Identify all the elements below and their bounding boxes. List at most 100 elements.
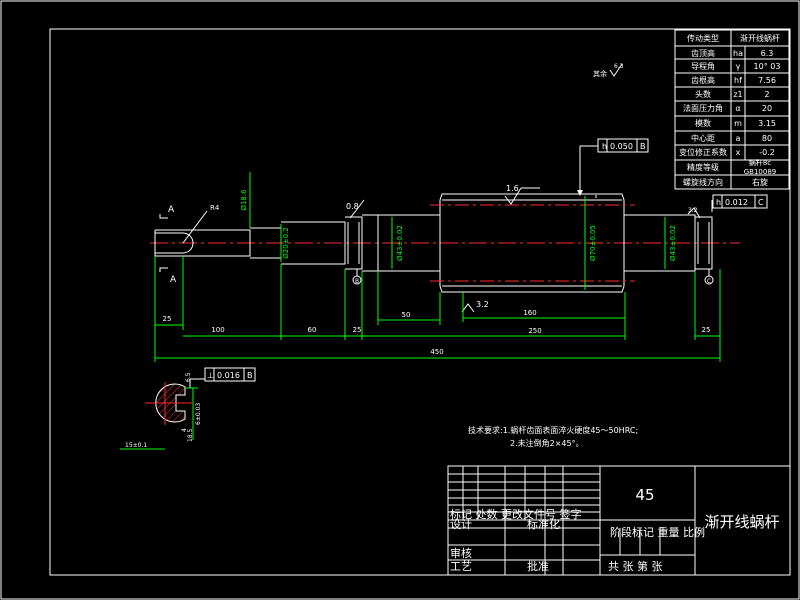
param-value-3: 7.56 bbox=[758, 76, 776, 85]
roughness-right-icon bbox=[687, 207, 701, 219]
param-name-3: 齿根高 bbox=[691, 75, 715, 85]
tol-right-symbol: h bbox=[716, 198, 721, 207]
section-dim1: 6.5 bbox=[185, 372, 192, 382]
radius-label: R4 bbox=[210, 204, 220, 212]
standardize-label: 标准化 bbox=[527, 517, 560, 531]
param-value-0: 渐开线蜗杆 bbox=[740, 33, 780, 43]
param-value-5: 20 bbox=[762, 104, 772, 113]
section-dim5: 15±0.1 bbox=[125, 442, 147, 449]
other-roughness: 其余 6.3 bbox=[593, 63, 624, 78]
param-name-9: 精度等级 bbox=[687, 162, 719, 172]
section-dim3: 4 bbox=[181, 428, 188, 432]
tolerance-frame-right: h 0.012 C bbox=[711, 194, 768, 212]
tol-section-datum: B bbox=[247, 371, 253, 380]
roughness-3-2-label: 3.2 bbox=[476, 300, 489, 309]
section-dim4: 18.5 bbox=[187, 428, 194, 442]
section-label-a-top: A bbox=[168, 205, 175, 215]
dim-100: 100 bbox=[211, 326, 224, 334]
approve-label: 批准 bbox=[527, 559, 549, 573]
param-name-8: 变位修正系数 bbox=[679, 147, 727, 157]
roughness-1-6-label: 1.6 bbox=[506, 184, 519, 193]
param-symbol-5: α bbox=[735, 104, 740, 113]
param-value-2: 10° 03 bbox=[754, 62, 781, 71]
param-symbol-3: hf bbox=[734, 76, 742, 85]
params-table-text: 传动类型 渐开线蜗杆 齿顶高 ha 6.3 导程角 γ 10° 03 齿根高 h… bbox=[679, 33, 780, 187]
param-value-9: 蜗杆8c bbox=[749, 158, 771, 167]
tol-right-datum: C bbox=[758, 198, 764, 207]
design-label: 设计 bbox=[450, 518, 472, 531]
other-roughness-value: 6.3 bbox=[614, 63, 624, 70]
title-block bbox=[447, 465, 791, 576]
review-label: 审核 bbox=[450, 546, 472, 560]
datum-markers: B C bbox=[352, 269, 714, 285]
worm-pitch-lines bbox=[430, 204, 635, 282]
tol-top-symbol: h bbox=[602, 142, 607, 151]
param-name-6: 模数 bbox=[695, 118, 711, 128]
roughness-symbol-icon bbox=[609, 63, 623, 77]
dia-right-label: Ø43±0.02 bbox=[669, 225, 677, 261]
surface-finish-marks: 1.6 0.8 3.2 3.2 bbox=[346, 184, 701, 313]
params-table bbox=[674, 29, 790, 190]
row-marks-label: 标记 处数 更改文件号 签字 bbox=[450, 507, 582, 521]
other-roughness-label: 其余 bbox=[593, 69, 607, 78]
drawing-border bbox=[49, 28, 791, 576]
part-name: 渐开线蜗杆 bbox=[704, 513, 779, 531]
tolerance-frame-top: h 0.050 B bbox=[577, 138, 649, 198]
param-value-7: 80 bbox=[762, 134, 772, 143]
worm-shaft bbox=[154, 193, 713, 293]
process-label: 工艺 bbox=[450, 560, 472, 573]
roughness-right-label: 3.2 bbox=[688, 207, 698, 214]
dia-center-label: Ø70±0.05 bbox=[589, 225, 597, 261]
tol-section-symbol: ⊥ bbox=[207, 371, 214, 380]
roughness-1-6-icon bbox=[504, 187, 522, 205]
param-value-8: -0.2 bbox=[759, 148, 775, 157]
param-name-2: 导程角 bbox=[691, 61, 715, 71]
material-label: 45 bbox=[635, 486, 654, 504]
section-marks: A A R4 bbox=[159, 204, 220, 285]
dim-450: 450 bbox=[430, 348, 443, 356]
dim-60: 60 bbox=[308, 326, 317, 334]
param-value-6: 3.15 bbox=[758, 119, 776, 128]
section-dim2: 6±0.03 bbox=[195, 403, 202, 425]
tech-note-line1: 技术要求:1.蜗杆齿面表面淬火硬度45～50HRC; bbox=[468, 425, 638, 435]
extension-lines bbox=[154, 256, 721, 362]
tol-top-value: 0.050 bbox=[610, 142, 633, 151]
roughness-3-2-icon bbox=[461, 303, 475, 313]
param-value-10: 右旋 bbox=[752, 177, 768, 187]
tol-section-value: 0.016 bbox=[217, 371, 240, 380]
tech-note-line2: 2.未注倒角2×45°。 bbox=[510, 438, 584, 448]
param-value-1: 6.3 bbox=[761, 49, 774, 58]
param-name-0: 传动类型 bbox=[687, 33, 719, 43]
param-symbol-2: γ bbox=[736, 62, 741, 71]
dim-25-right: 25 bbox=[702, 326, 711, 334]
diameter-callouts: Ø18.6 Ø20±0.2 Ø43±0.02 Ø70±0.05 Ø43±0.02 bbox=[240, 172, 677, 290]
dimension-texts: 25 100 60 25 50 160 250 25 450 bbox=[163, 309, 711, 356]
dia-left-label: Ø18.6 bbox=[240, 189, 248, 211]
dim-250: 250 bbox=[528, 327, 541, 335]
param-name-1: 齿顶高 bbox=[691, 48, 715, 58]
tol-top-datum: B bbox=[640, 142, 646, 151]
param-symbol-7: a bbox=[736, 134, 741, 143]
dim-50: 50 bbox=[402, 311, 411, 319]
dim-25-left: 25 bbox=[163, 315, 172, 323]
param-value-4: 2 bbox=[764, 90, 769, 99]
param-symbol-6: m bbox=[734, 119, 742, 128]
param-name-5: 法面压力角 bbox=[683, 103, 723, 113]
param-symbol-4: z1 bbox=[733, 90, 742, 99]
param-symbol-8: x bbox=[736, 148, 741, 157]
technical-notes: 技术要求:1.蜗杆齿面表面淬火硬度45～50HRC; 2.未注倒角2×45°。 bbox=[468, 425, 638, 448]
roughness-0-8-icon bbox=[349, 199, 365, 219]
stage-label: 阶段标记 重量 比例 bbox=[610, 525, 705, 539]
dimension-lines bbox=[155, 317, 720, 359]
datum-b-label: B bbox=[355, 278, 359, 285]
param-name-4: 头数 bbox=[695, 89, 711, 99]
roughness-0-8-label: 0.8 bbox=[346, 202, 359, 211]
param-value2-9: GB10089 bbox=[744, 168, 777, 176]
param-name-10: 螺旋线方向 bbox=[683, 177, 723, 187]
section-label-a-bottom: A bbox=[170, 275, 177, 285]
sheets-label: 共 张 第 张 bbox=[608, 559, 663, 573]
dim-25-mid: 25 bbox=[353, 326, 362, 334]
param-name-7: 中心距 bbox=[691, 133, 715, 143]
